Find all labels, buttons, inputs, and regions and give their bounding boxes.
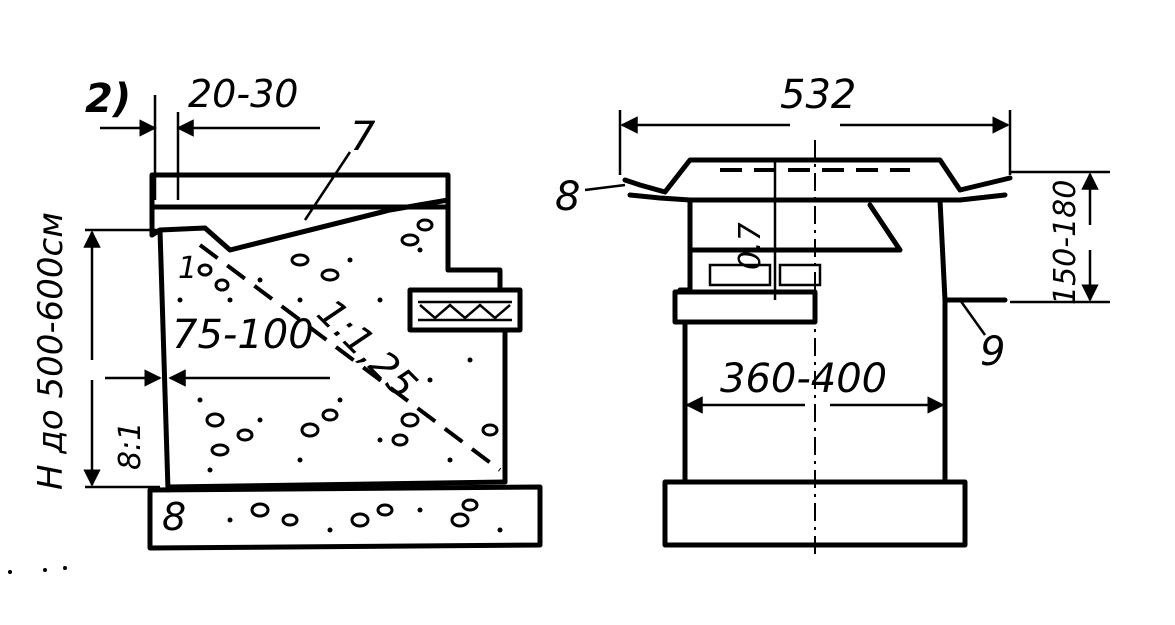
ratio-small-1: 1 — [178, 251, 197, 286]
dim-0-7: 0.7 — [733, 222, 768, 270]
dim-75-100: 75-100 — [172, 312, 314, 358]
callout-9: 9 — [980, 329, 1005, 375]
callout-7: 7 — [350, 114, 376, 160]
right-section: 532 8 0.7 150-180 9 360-400 — [555, 72, 1110, 555]
rail-box — [407, 287, 523, 333]
figure-label: 2) — [85, 76, 131, 122]
dim-top-20-30: 20-30 — [188, 72, 298, 116]
dim-532: 532 — [780, 72, 856, 118]
aggregate-texture — [177, 218, 503, 533]
callout-8: 8 — [555, 174, 580, 220]
left-section: 2) 20-30 7 1 75-100 1:1,25 — [31, 72, 543, 551]
slope-line — [198, 243, 502, 472]
base-slab — [147, 484, 543, 551]
height-label: H до 500-600см — [31, 212, 71, 490]
base-label-8: 8 — [162, 495, 186, 539]
dim-360-400: 360-400 — [720, 356, 887, 402]
parapet-block — [149, 172, 451, 210]
bearing-plate — [672, 289, 818, 325]
batter-ratio: 8:1 — [113, 422, 148, 470]
wall-face — [157, 227, 171, 493]
dim-150-180: 150-180 — [1048, 180, 1083, 305]
foundation — [662, 479, 968, 548]
